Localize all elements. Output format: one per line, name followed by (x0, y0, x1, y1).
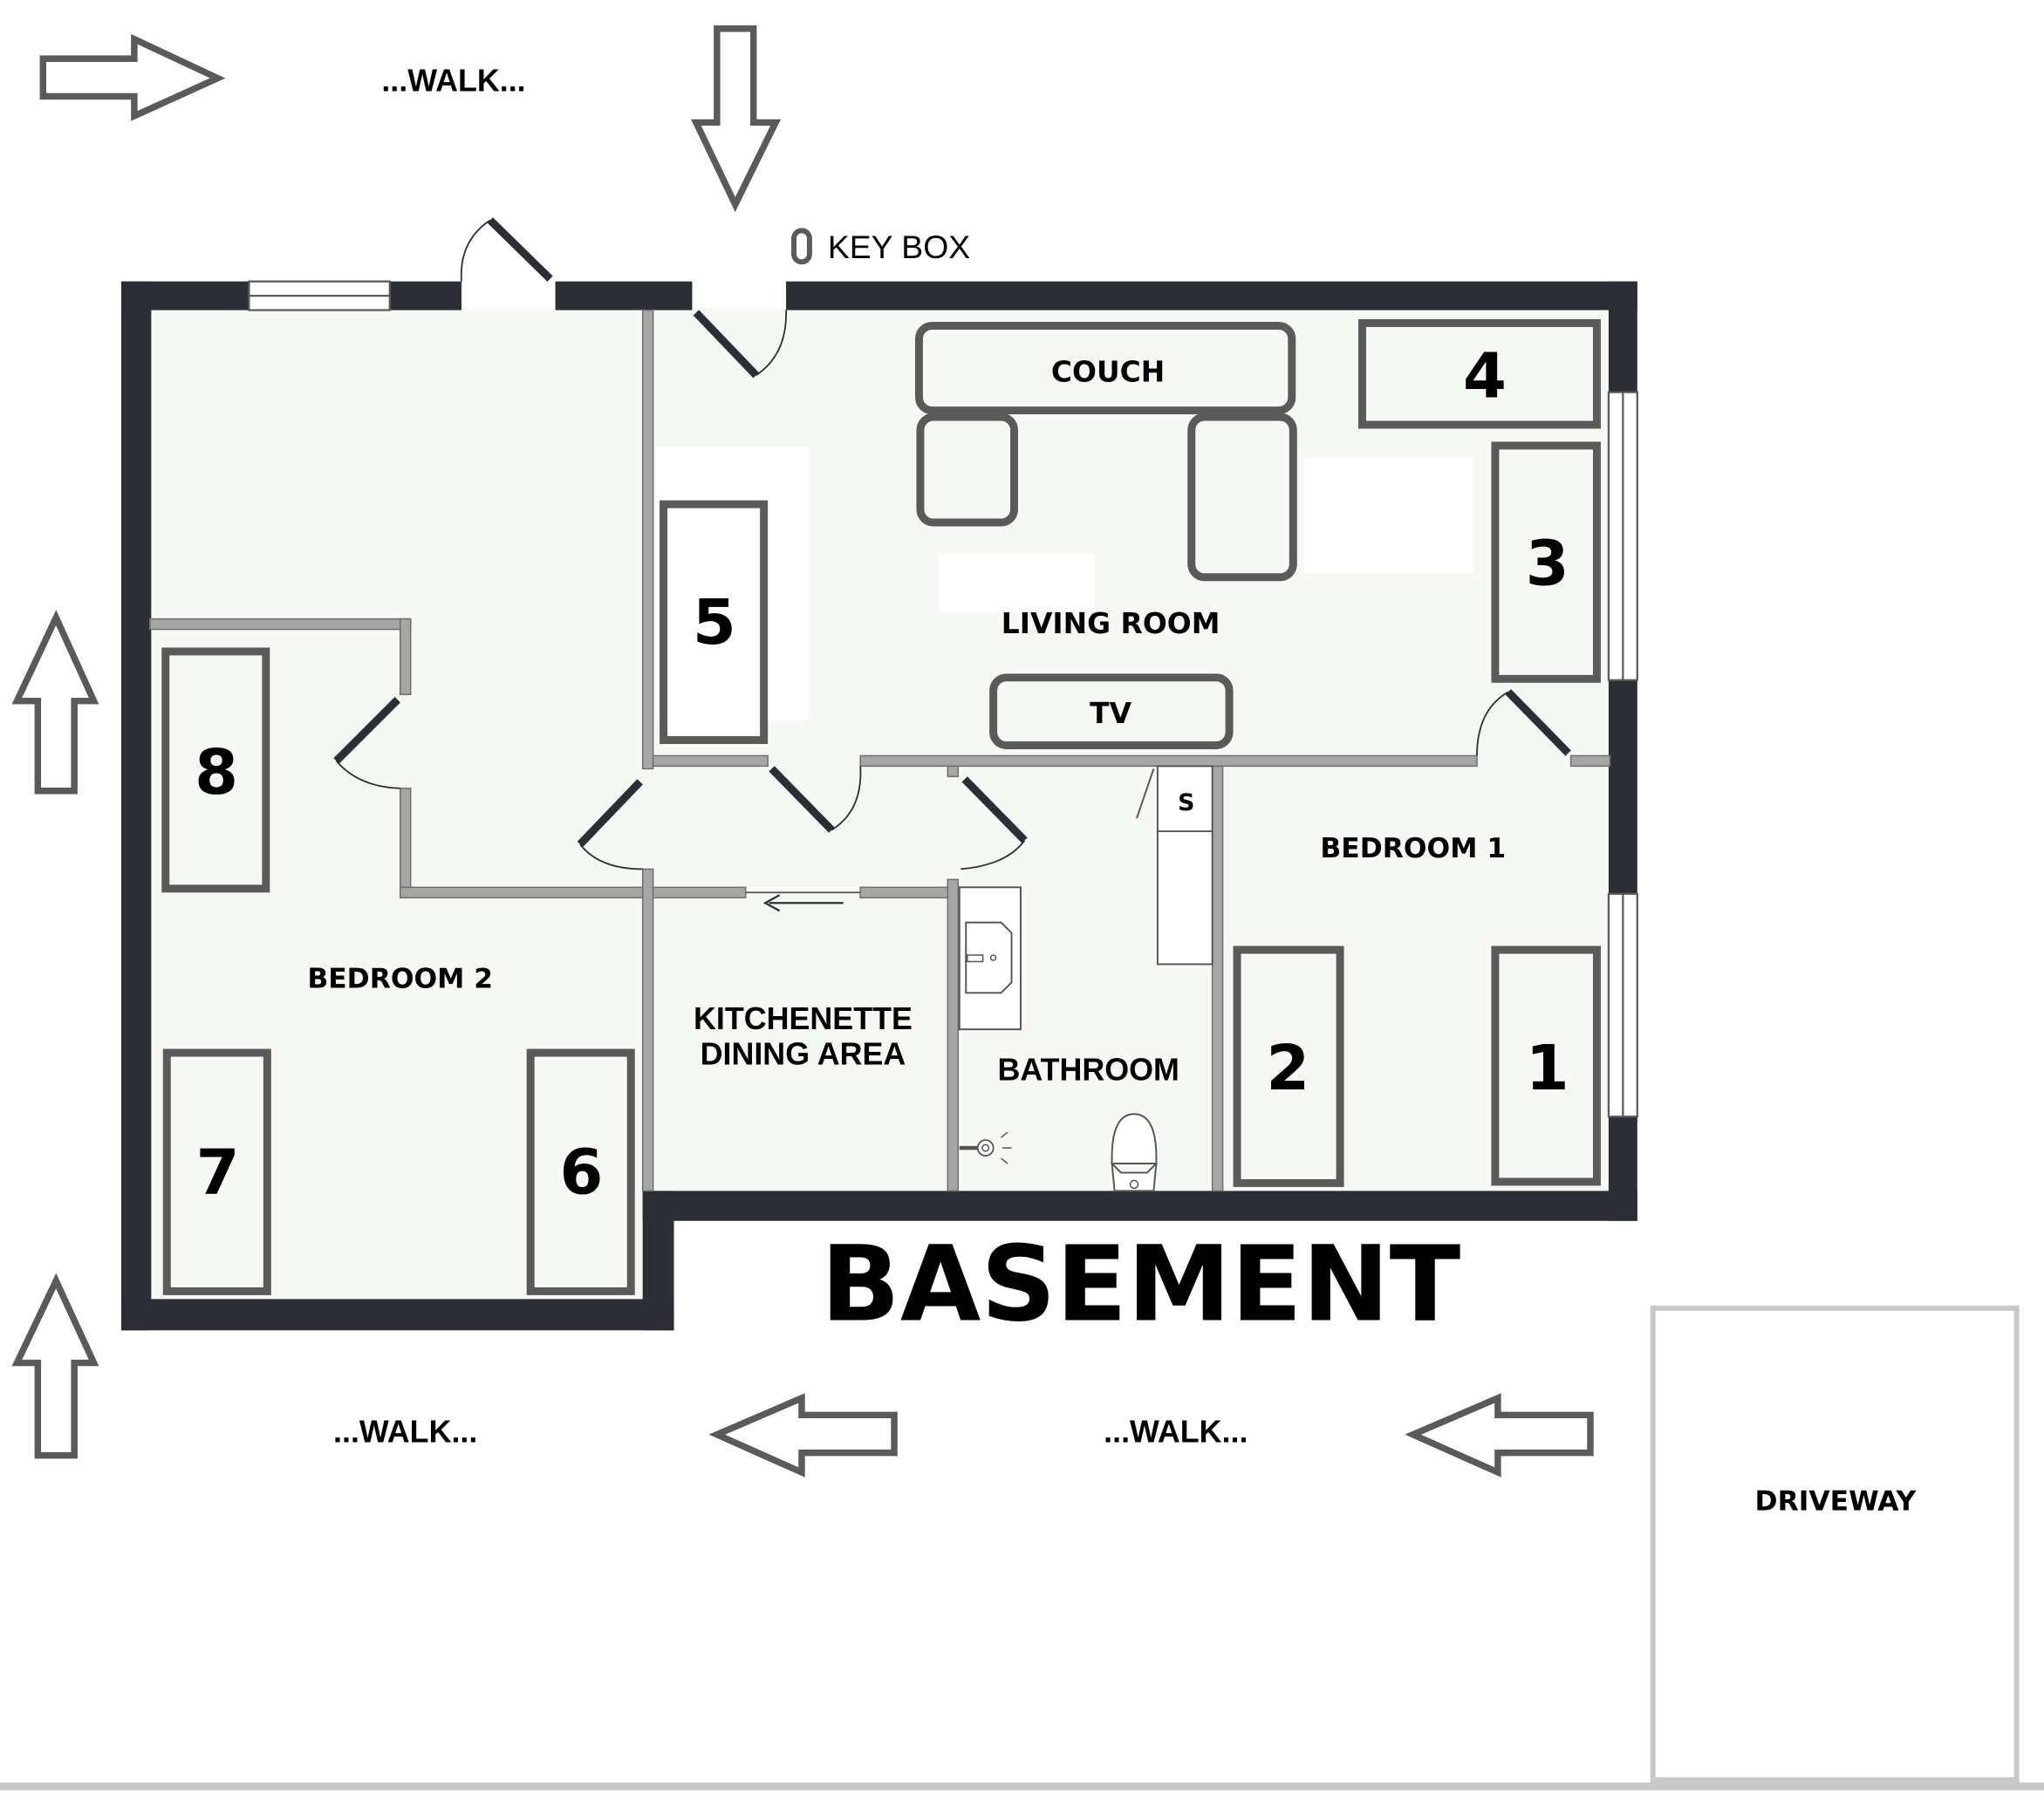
walk-arrow-left-right-icon (1405, 1393, 1594, 1478)
toilet-paper-holder-icon (959, 1131, 1012, 1164)
door-bedroom-1 (1476, 689, 1571, 756)
bottom-border (0, 1782, 2044, 1791)
shower: S (1136, 765, 1213, 966)
bed-number: 7 (196, 1135, 240, 1208)
room-label-kitchenette: KITCHENETTE (694, 1001, 913, 1036)
bed-7[interactable]: 7 (162, 1048, 271, 1295)
outer-walls (120, 281, 1637, 1331)
room-label-dining-area: DINING AREA (701, 1036, 906, 1071)
room-label-living-room: LIVING ROOM (1001, 606, 1220, 640)
key-box-icon (791, 228, 812, 265)
bed-number: 8 (195, 735, 238, 809)
bed-number: 5 (693, 585, 736, 659)
bed-5[interactable]: 5 (660, 500, 769, 744)
door-entrance (693, 310, 787, 379)
driveway: DRIVEWAY (1650, 1305, 2020, 1783)
sink-icon (958, 886, 1022, 1031)
door-exterior-top (460, 217, 553, 282)
walk-arrow-right-icon (39, 33, 226, 121)
walk-arrow-left-middle-icon (708, 1393, 898, 1478)
sliding-door-kitchenette (745, 891, 861, 912)
door-living-room-hall (769, 766, 862, 833)
doors (333, 217, 1571, 912)
door-bathroom (960, 776, 1028, 870)
door-hall-left (577, 779, 643, 870)
toilet-icon (1111, 1113, 1158, 1192)
bed-number: 3 (1526, 527, 1569, 600)
key-box-label: KEY BOX (828, 229, 970, 265)
room-label-bathroom: BATHROOM (997, 1052, 1179, 1087)
couch: COUCH (914, 321, 1297, 582)
tv: TV (989, 673, 1234, 749)
bed-number: 4 (1463, 339, 1507, 413)
room-label-bedroom-2: BEDROOM 2 (307, 963, 493, 994)
building-floor (149, 309, 1610, 1300)
bed-2[interactable]: 2 (1233, 945, 1344, 1187)
tv-label: TV (1090, 696, 1131, 730)
window-top (248, 280, 391, 311)
bed-6[interactable]: 6 (526, 1048, 635, 1295)
bathroom-fixtures: S (958, 765, 1213, 1192)
walk-arrow-up-upper-icon (11, 610, 99, 795)
window-right-lower (1607, 892, 1638, 1118)
bed-8[interactable]: 8 (161, 647, 270, 893)
couch-label: COUCH (1051, 355, 1165, 389)
shower-mark: S (1178, 789, 1194, 816)
bed-1[interactable]: 1 (1491, 945, 1601, 1186)
room-label-bedroom-1: BEDROOM 1 (1320, 833, 1506, 864)
bed-number: 1 (1526, 1031, 1569, 1104)
floor-title: BASEMENT (821, 1224, 1461, 1345)
bed-4[interactable]: 4 (1358, 318, 1601, 429)
bed-3[interactable]: 3 (1491, 441, 1601, 683)
window-right-upper (1607, 391, 1638, 681)
walk-label-bottom-left: ...WALK... (333, 1415, 477, 1450)
door-bedroom-2 (333, 697, 400, 789)
walk-label-top: ...WALK... (381, 64, 525, 99)
walk-label-bottom-right: ...WALK... (1104, 1415, 1248, 1450)
bed-number: 2 (1266, 1031, 1309, 1104)
windows (248, 280, 1638, 1118)
driveway-label: DRIVEWAY (1755, 1485, 1918, 1517)
bed-number: 6 (559, 1135, 603, 1208)
walk-arrow-up-lower-icon (11, 1273, 99, 1459)
entrance-arrow-down-icon (691, 25, 782, 213)
key-box: KEY BOX (791, 228, 970, 265)
